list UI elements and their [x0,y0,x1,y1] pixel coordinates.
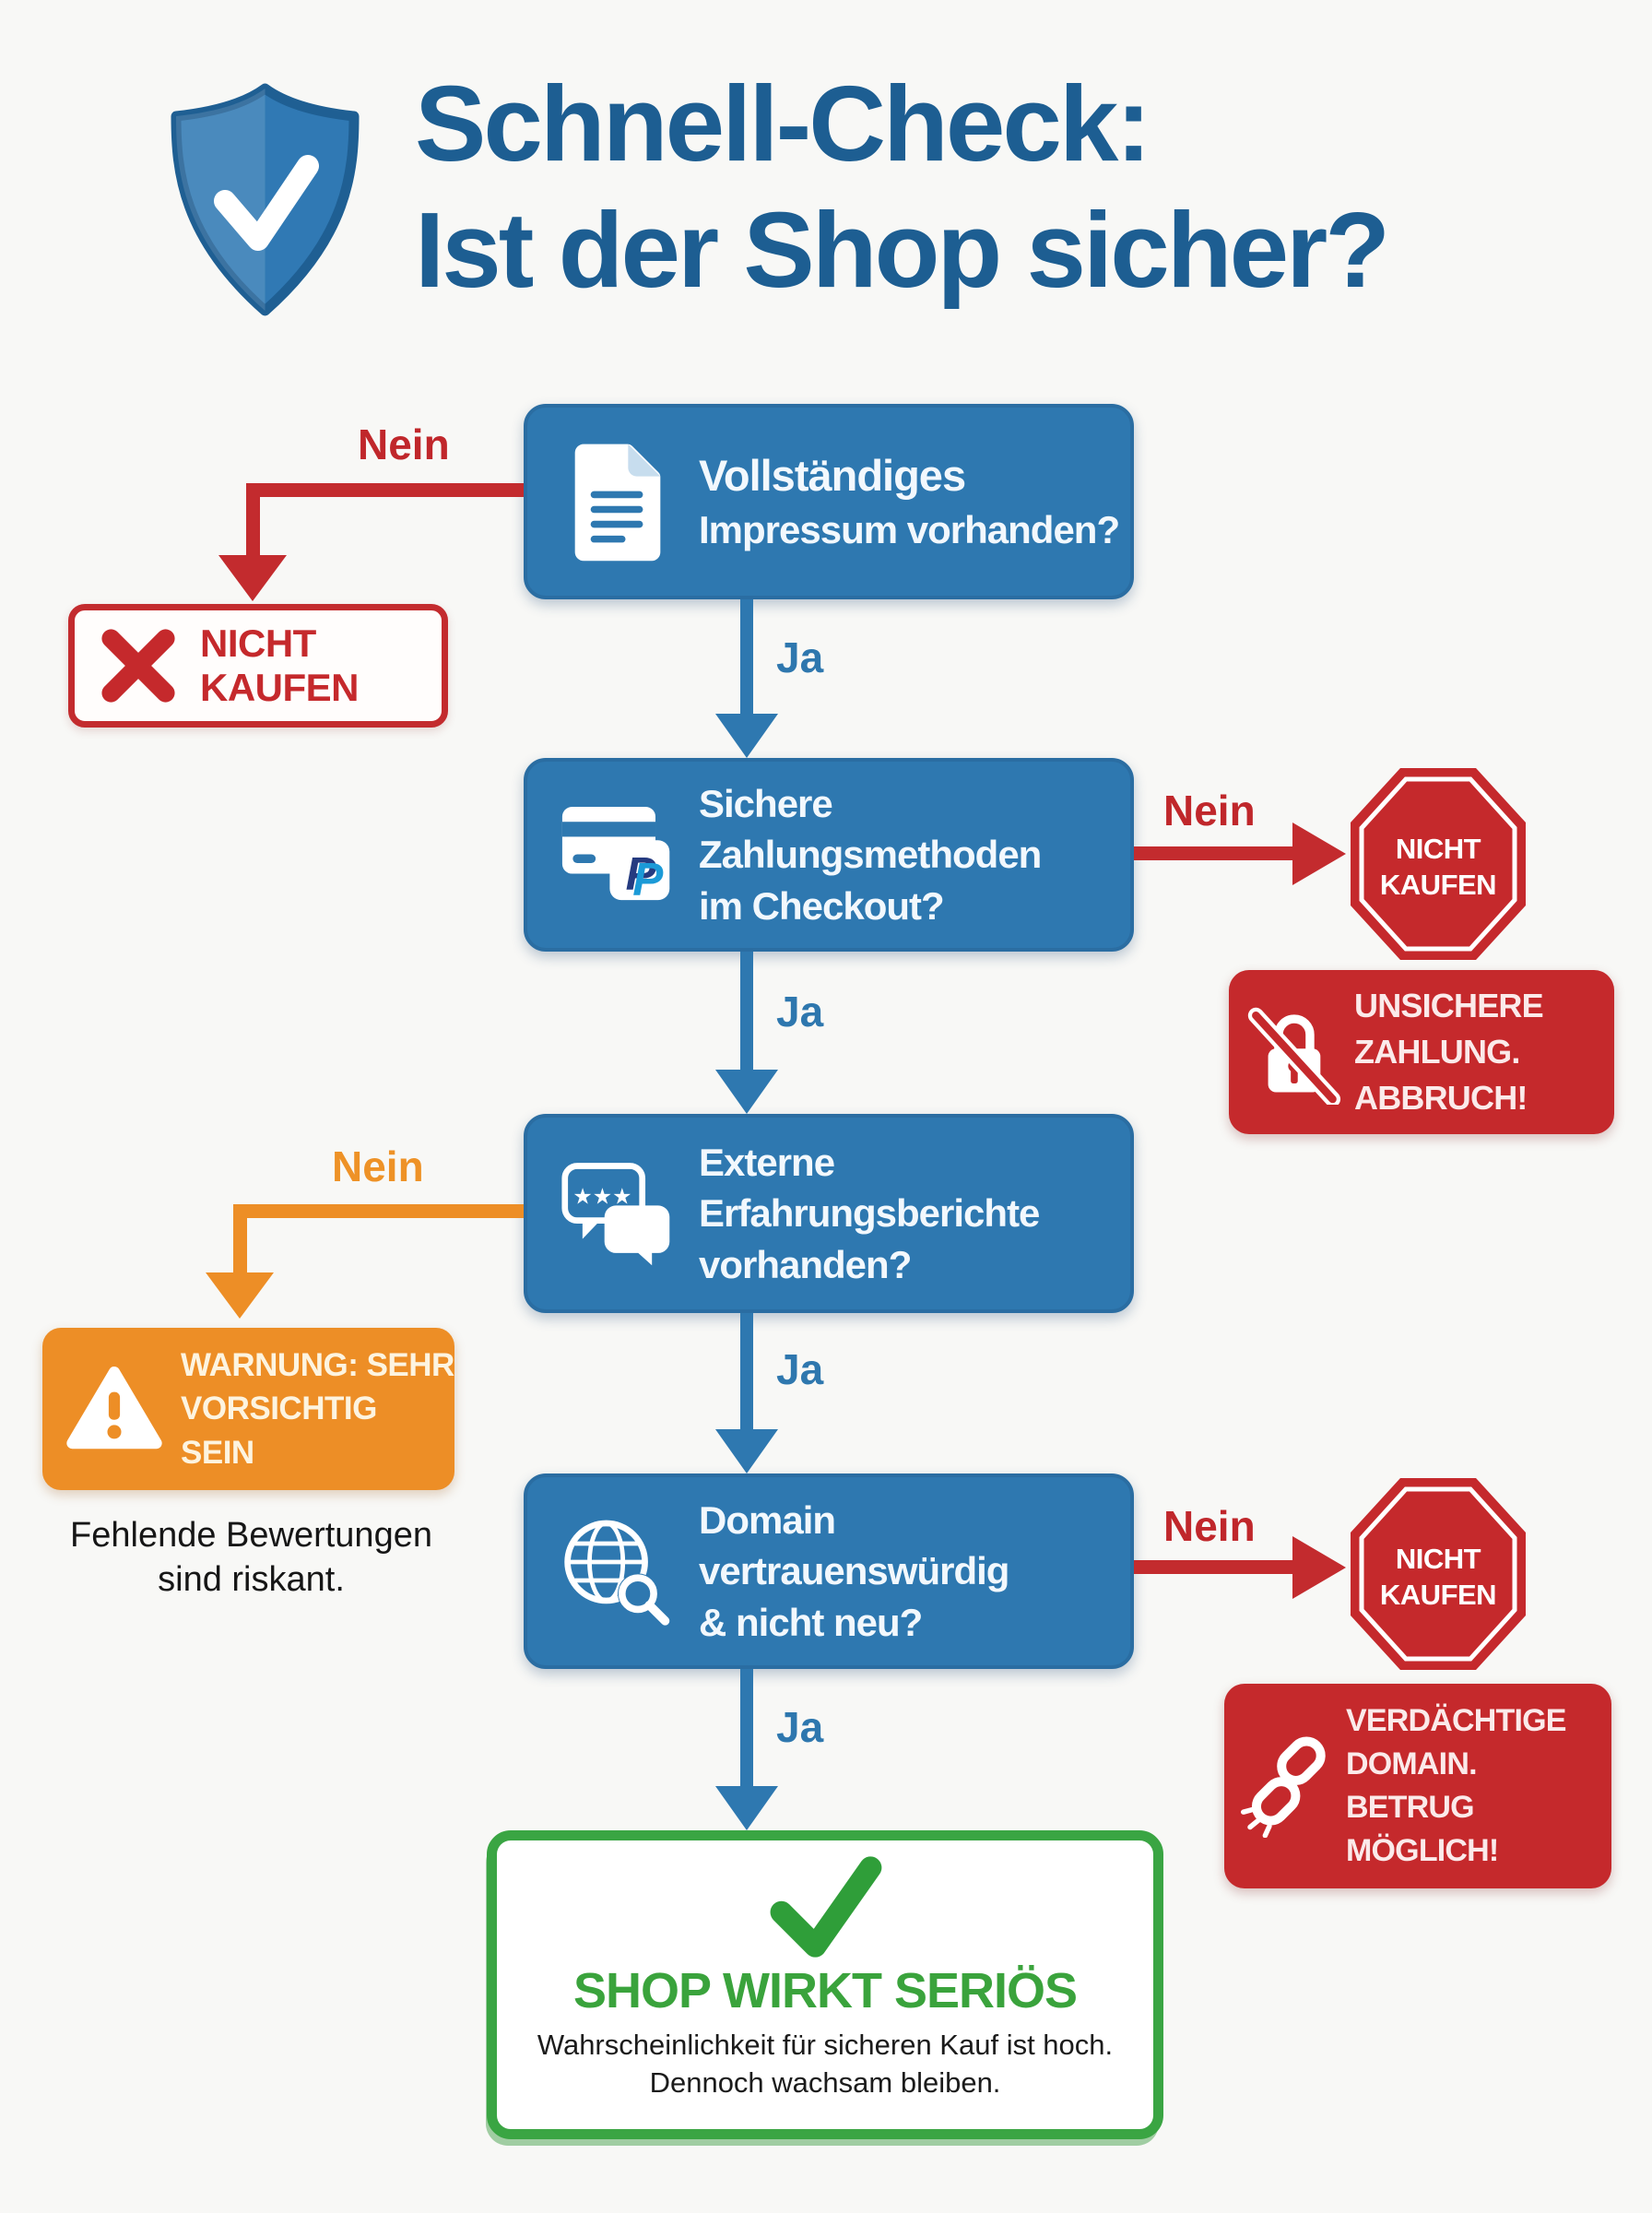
success-sub-line1: Wahrscheinlichkeit für sicheren Kauf ist… [537,2029,1114,2061]
no-arrow-payment-line [1134,846,1292,860]
reviews-note-line1: Fehlende Bewertungen [70,1516,432,1555]
reviews-warning-label: WARNUNG: SEHR VORSICHTIG SEIN [181,1343,454,1475]
success-subtext: Wahrscheinlichkeit für sicheren Kauf ist… [537,2027,1113,2102]
yes-label-1: Ja [776,633,824,681]
suspicious-domain-label: VERDÄCHTIGE DOMAIN. BETRUG MÖGLICH! [1346,1699,1566,1873]
step-domain-line2: vertrauenswürdig [699,1549,1009,1593]
stop-domain-line2: KAUFEN [1379,1578,1497,1611]
dont-buy-badge: NICHT KAUFEN [68,604,448,728]
stop-sign-domain-label: NICHT KAUFEN [1348,1542,1528,1614]
stop-octagon-icon [1351,1478,1526,1670]
dont-buy-badge-label: NICHT KAUFEN [200,621,360,711]
no-label-impressum: Nein [358,420,450,468]
step-domain-label: Domain vertrauenswürdig & nicht neu? [699,1495,1009,1648]
step-impressum-line1: Vollständiges [699,451,966,501]
stop-payment-line1: NICHT [1395,833,1481,865]
suspicious-domain-line2: DOMAIN. [1346,1746,1478,1782]
step-payment-line2: Zahlungsmethoden [699,833,1042,877]
check-mark-icon [770,1856,882,1958]
no-arrow-domain-line [1134,1560,1292,1574]
step-payment-box: P P Sichere Zahlungsmethoden im Checkout… [524,758,1134,952]
step-domain-line1: Domain [699,1497,836,1542]
step-payment-label: Sichere Zahlungsmethoden im Checkout? [699,778,1042,931]
no-arrowhead-reviews [206,1272,274,1319]
stop-payment-line2: KAUFEN [1379,868,1497,901]
stop-domain-line1: NICHT [1395,1543,1481,1575]
step-domain-box: Domain vertrauenswürdig & nicht neu? [524,1473,1134,1669]
reviews-chat-icon: ★★★ [560,1159,675,1268]
yes-connector2-line [740,952,753,1070]
reviews-warning-line1: WARNUNG: SEHR [181,1346,454,1383]
svg-text:P: P [626,848,657,900]
yes-connector1-line [740,599,753,714]
unsafe-payment-line2: ZAHLUNG. [1354,1033,1520,1071]
yes-connector3-line [740,1313,753,1429]
step-impressum-line2: Impressum vorhanden? [699,508,1120,552]
yes-connector3-arrowhead [715,1429,778,1473]
stop-octagon-icon [1351,768,1526,960]
globe-search-icon [560,1516,675,1627]
yes-label-4: Ja [776,1703,824,1751]
yes-connector4-line [740,1669,753,1786]
unsafe-payment-label: UNSICHERE ZAHLUNG. ABBRUCH! [1354,983,1544,1120]
reviews-note-line2: sind riskant. [158,1559,345,1599]
step-reviews-label: Externe Erfahrungsberichte vorhanden? [699,1137,1040,1290]
step-reviews-line1: Externe [699,1140,835,1184]
no-arrow-reviews-hline [233,1204,524,1218]
suspicious-domain-line4: MÖGLICH! [1346,1832,1499,1868]
stop-sign-domain: NICHT KAUFEN [1348,1475,1528,1677]
payment-paypal-icon: P P [560,799,675,910]
step-impressum-box: Vollständiges Impressum vorhanden? [524,404,1134,599]
stop-sign-payment-label: NICHT KAUFEN [1348,832,1528,904]
success-sub-line2: Dennoch wachsam bleiben. [649,2065,1001,2099]
step-domain-line3: & nicht neu? [699,1600,923,1644]
unsafe-payment-line1: UNSICHERE [1354,987,1544,1025]
reviews-warning-box: WARNUNG: SEHR VORSICHTIG SEIN [42,1328,454,1490]
step-payment-line3: im Checkout? [699,883,945,928]
step-reviews-box: ★★★ Externe Erfahrungsberichte vorhanden… [524,1114,1134,1313]
reviews-warning-note: Fehlende Bewertungen sind riskant. [0,1514,502,1603]
step-reviews-line2: Erfahrungsberichte [699,1191,1040,1236]
lock-slash-icon [1247,1007,1341,1105]
svg-text:★★★: ★★★ [572,1184,631,1210]
stop-sign-payment: NICHT KAUFEN [1348,765,1528,967]
svg-text:P: P [632,853,664,905]
yes-label-2: Ja [776,988,824,1035]
suspicious-domain-line3: BETRUG [1346,1790,1475,1825]
suspicious-domain-line1: VERDÄCHTIGE [1346,1703,1566,1739]
page-title-line1: Schnell-Check: [415,64,1151,183]
no-label-domain: Nein [1163,1502,1256,1550]
no-arrowhead-impressum [218,555,287,601]
shield-check-icon [171,83,360,316]
broken-link-icon [1241,1736,1326,1838]
no-arrowhead-domain [1292,1536,1346,1599]
yes-connector1-arrowhead [715,714,778,758]
reviews-warning-line3: SEIN [181,1434,254,1471]
success-title: SHOP WIRKT SERIÖS [572,1963,1078,2018]
success-box: SHOP WIRKT SERIÖS Wahrscheinlichkeit für… [487,1830,1163,2139]
step-impressum-label: Vollständiges Impressum vorhanden? [699,447,1120,555]
warning-triangle-icon [66,1366,162,1450]
no-label-reviews: Nein [332,1142,424,1190]
step-payment-line1: Sichere [699,781,833,825]
no-arrow-impressum-vline [246,483,260,557]
document-icon [560,438,675,565]
suspicious-domain-box: VERDÄCHTIGE DOMAIN. BETRUG MÖGLICH! [1224,1684,1611,1888]
no-arrow-reviews-vline [233,1204,247,1274]
yes-label-3: Ja [776,1345,824,1393]
dont-buy-line2: KAUFEN [200,666,360,709]
page-title-line2: Ist der Shop sicher? [415,189,1390,310]
x-mark-icon [101,629,175,703]
yes-connector2-arrowhead [715,1070,778,1114]
step-reviews-line3: vorhanden? [699,1242,912,1286]
dont-buy-line1: NICHT [200,621,316,665]
yes-connector4-arrowhead [715,1786,778,1830]
no-label-payment: Nein [1163,787,1256,834]
unsafe-payment-line3: ABBRUCH! [1354,1078,1528,1117]
no-arrow-impressum-hline [246,483,524,497]
unsafe-payment-box: UNSICHERE ZAHLUNG. ABBRUCH! [1229,970,1614,1134]
no-arrowhead-payment [1292,822,1346,885]
page-title: Schnell-Check: Ist der Shop sicher? [415,61,1390,314]
reviews-warning-line2: VORSICHTIG [181,1391,377,1427]
